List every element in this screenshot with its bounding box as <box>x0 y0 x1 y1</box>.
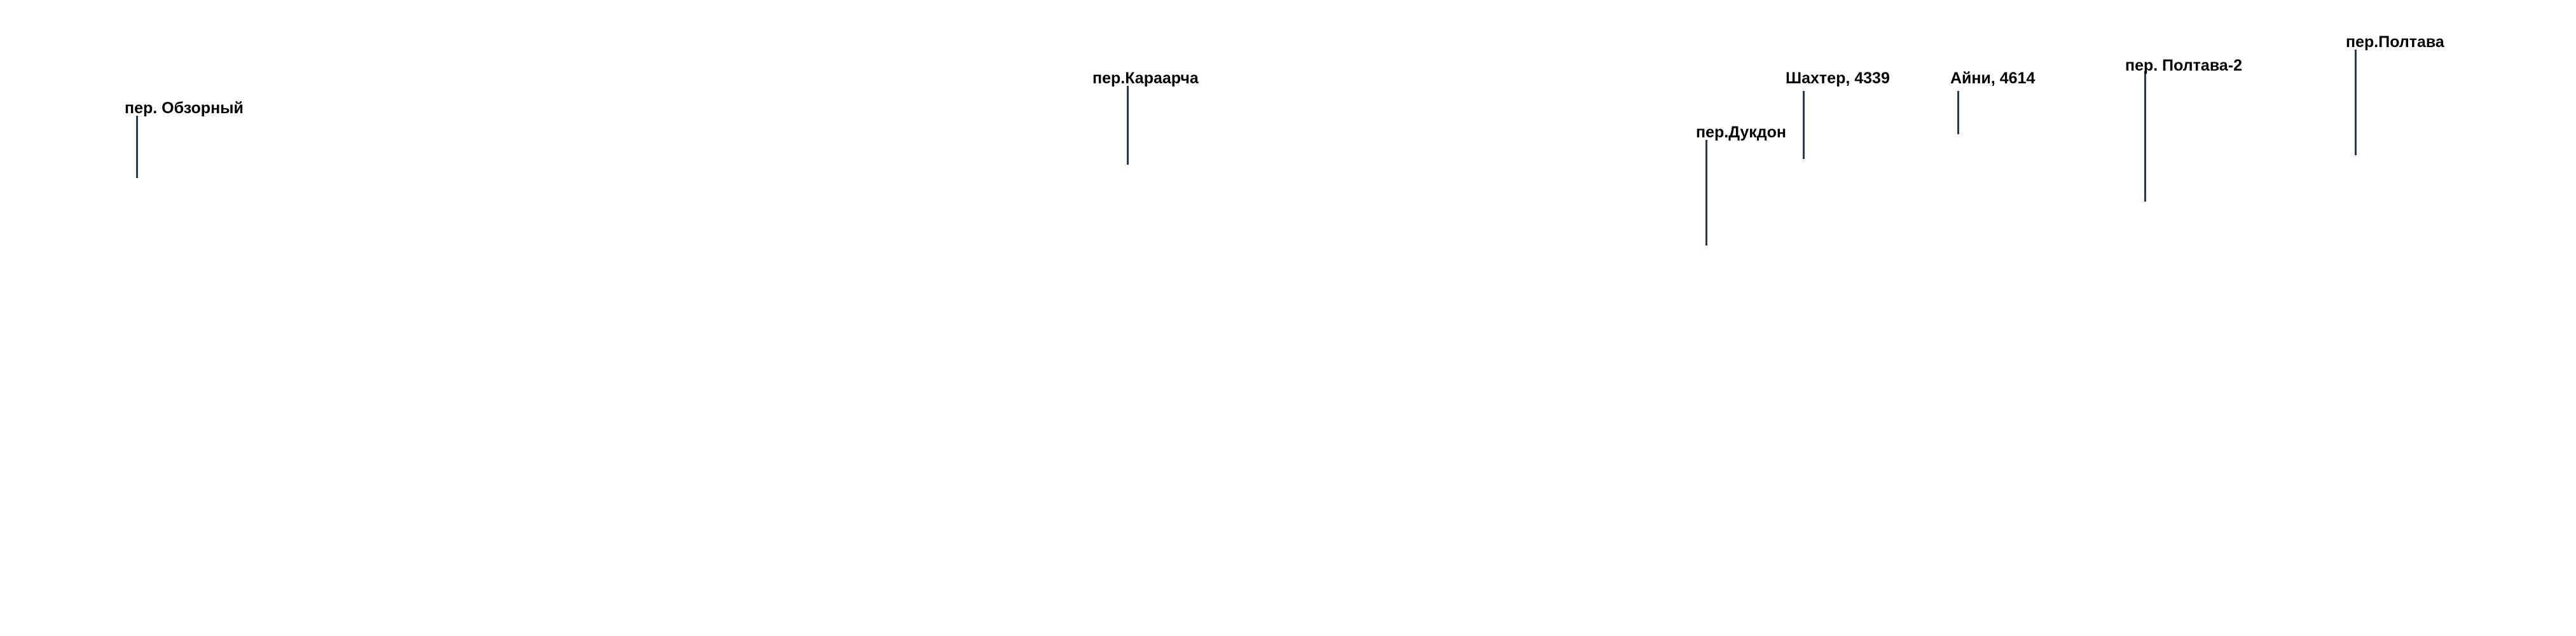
label-dukdon[interactable]: пер.Дукдон <box>1696 123 1786 141</box>
leader-line-karaarcha <box>1127 86 1129 165</box>
label-shakhter[interactable]: Шахтер, 4339 <box>1786 69 1890 87</box>
leader-line-shakhter <box>1803 91 1805 159</box>
leader-line-poltava <box>2355 50 2357 155</box>
label-ayni[interactable]: Айни, 4614 <box>1950 69 2035 87</box>
label-karaarcha[interactable]: пер.Караарча <box>1092 69 1199 87</box>
leader-line-dukdon <box>1705 140 1707 245</box>
leader-line-poltava2 <box>2144 71 2146 202</box>
leader-line-obzorny <box>136 116 138 178</box>
label-poltava[interactable]: пер.Полтава <box>2346 33 2444 51</box>
leader-line-ayni <box>1957 91 1959 134</box>
label-poltava2[interactable]: пер. Полтава-2 <box>2125 57 2242 74</box>
label-obzorny[interactable]: пер. Обзорный <box>125 99 244 117</box>
